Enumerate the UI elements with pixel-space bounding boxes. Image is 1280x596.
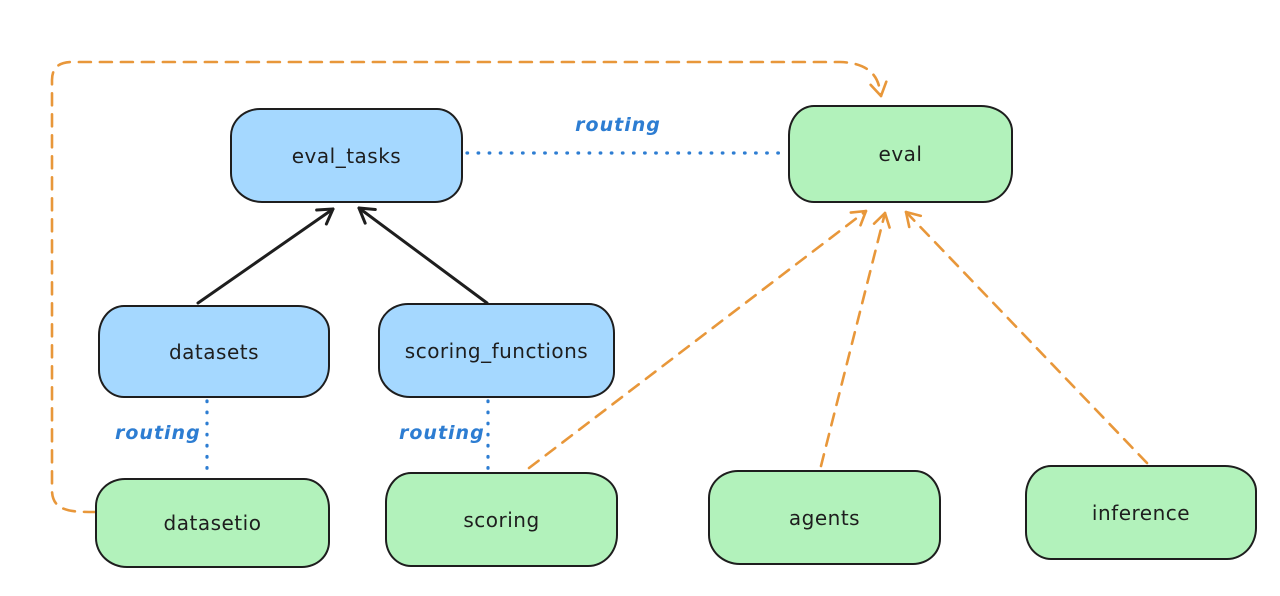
edge-scoring-to-eval-dashed <box>527 209 868 470</box>
node-inference: inference <box>1025 465 1257 560</box>
node-agents-label: agents <box>788 505 861 530</box>
edge-label-routing-scoring: routing <box>399 422 485 444</box>
node-datasetio-label: datasetio <box>163 511 262 535</box>
edge-datasets-to-eval-tasks <box>196 207 335 305</box>
edge-agents-to-eval-dashed <box>819 211 891 468</box>
node-scoring-functions-label: scoring_functions <box>404 338 589 363</box>
node-scoring-label: scoring <box>463 507 540 532</box>
node-agents: agents <box>708 470 941 565</box>
node-eval-tasks: eval_tasks <box>230 108 463 203</box>
node-datasetio: datasetio <box>95 478 330 568</box>
node-scoring: scoring <box>385 472 618 567</box>
node-datasets-label: datasets <box>168 339 260 364</box>
edge-scoring-functions-to-eval-tasks <box>357 206 489 305</box>
node-scoring-functions: scoring_functions <box>378 303 615 398</box>
edge-label-routing-datasets: routing <box>115 422 201 444</box>
node-eval-label: eval <box>878 142 923 166</box>
node-datasets: datasets <box>98 305 330 398</box>
node-eval: eval <box>788 105 1013 203</box>
edge-inference-to-eval-dashed <box>904 210 1149 465</box>
node-eval-tasks-label: eval_tasks <box>291 143 402 168</box>
node-inference-label: inference <box>1091 500 1191 525</box>
edge-label-routing-top: routing <box>575 114 661 136</box>
edge-datasetio-to-eval-dashed-loop <box>50 60 888 514</box>
